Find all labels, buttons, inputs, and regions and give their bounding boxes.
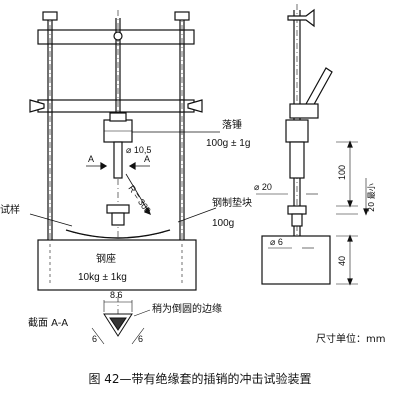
label-dim-8-6: 8.6 bbox=[110, 290, 123, 300]
label-dim-100: 100 bbox=[337, 165, 347, 180]
label-rounded-edge: 稍为倒圆的边缘 bbox=[152, 302, 222, 315]
label-dia-20: ⌀ 20 bbox=[254, 182, 272, 192]
left-top-nut bbox=[42, 11, 58, 21]
detail-top-wing-nut bbox=[287, 8, 315, 28]
label-section-a-right: A bbox=[144, 154, 150, 164]
right-detail-view bbox=[256, 4, 369, 286]
detail-lever bbox=[305, 67, 333, 109]
right-wing-nut bbox=[187, 99, 203, 113]
figure-caption: 图 42—带有绝缘套的插销的冲击试验装置 bbox=[88, 372, 312, 386]
sample-pin bbox=[106, 204, 130, 214]
right-top-nut bbox=[174, 11, 190, 21]
detail-base bbox=[261, 235, 331, 285]
detail-sample-pin bbox=[287, 205, 307, 215]
label-dia-6: ⌀ 6 bbox=[270, 237, 283, 247]
top-center-ring bbox=[113, 31, 123, 41]
striker bbox=[113, 141, 123, 179]
label-section-a-left: A bbox=[88, 154, 94, 164]
steel-base bbox=[37, 239, 197, 291]
labels: 落锤 100g ± 1g ⌀ 10,5 A A R = 300 试样 钢制垫块 … bbox=[0, 118, 385, 345]
label-steel-pad: 钢制垫块 bbox=[212, 196, 252, 209]
label-section-aa: 截面 A-A bbox=[28, 316, 68, 329]
label-dim-20-min: 20 最小 bbox=[367, 183, 376, 212]
section-aa-detail bbox=[91, 300, 151, 345]
left-frame bbox=[29, 10, 220, 320]
label-dim-6-right: 6 bbox=[138, 334, 143, 344]
label-dia-10-5: ⌀ 10,5 bbox=[126, 145, 151, 155]
label-steel-base: 钢座 bbox=[96, 252, 116, 265]
label-unit: 尺寸单位：mm bbox=[316, 332, 385, 345]
label-dim-40: 40 bbox=[337, 256, 347, 266]
label-r-300: R = 300 bbox=[126, 183, 152, 215]
left-wing-nut bbox=[29, 99, 45, 113]
detail-weight-block bbox=[285, 119, 309, 143]
label-steel-pad-mass: 100g bbox=[212, 218, 234, 229]
label-sample: 试样 bbox=[0, 203, 20, 216]
label-dim-6-left: 6 bbox=[92, 334, 97, 344]
label-steel-base-mass: 10kg ± 1kg bbox=[78, 272, 127, 283]
label-drop-weight-mass: 100g ± 1g bbox=[206, 138, 250, 149]
label-drop-weight: 落锤 bbox=[222, 118, 242, 131]
